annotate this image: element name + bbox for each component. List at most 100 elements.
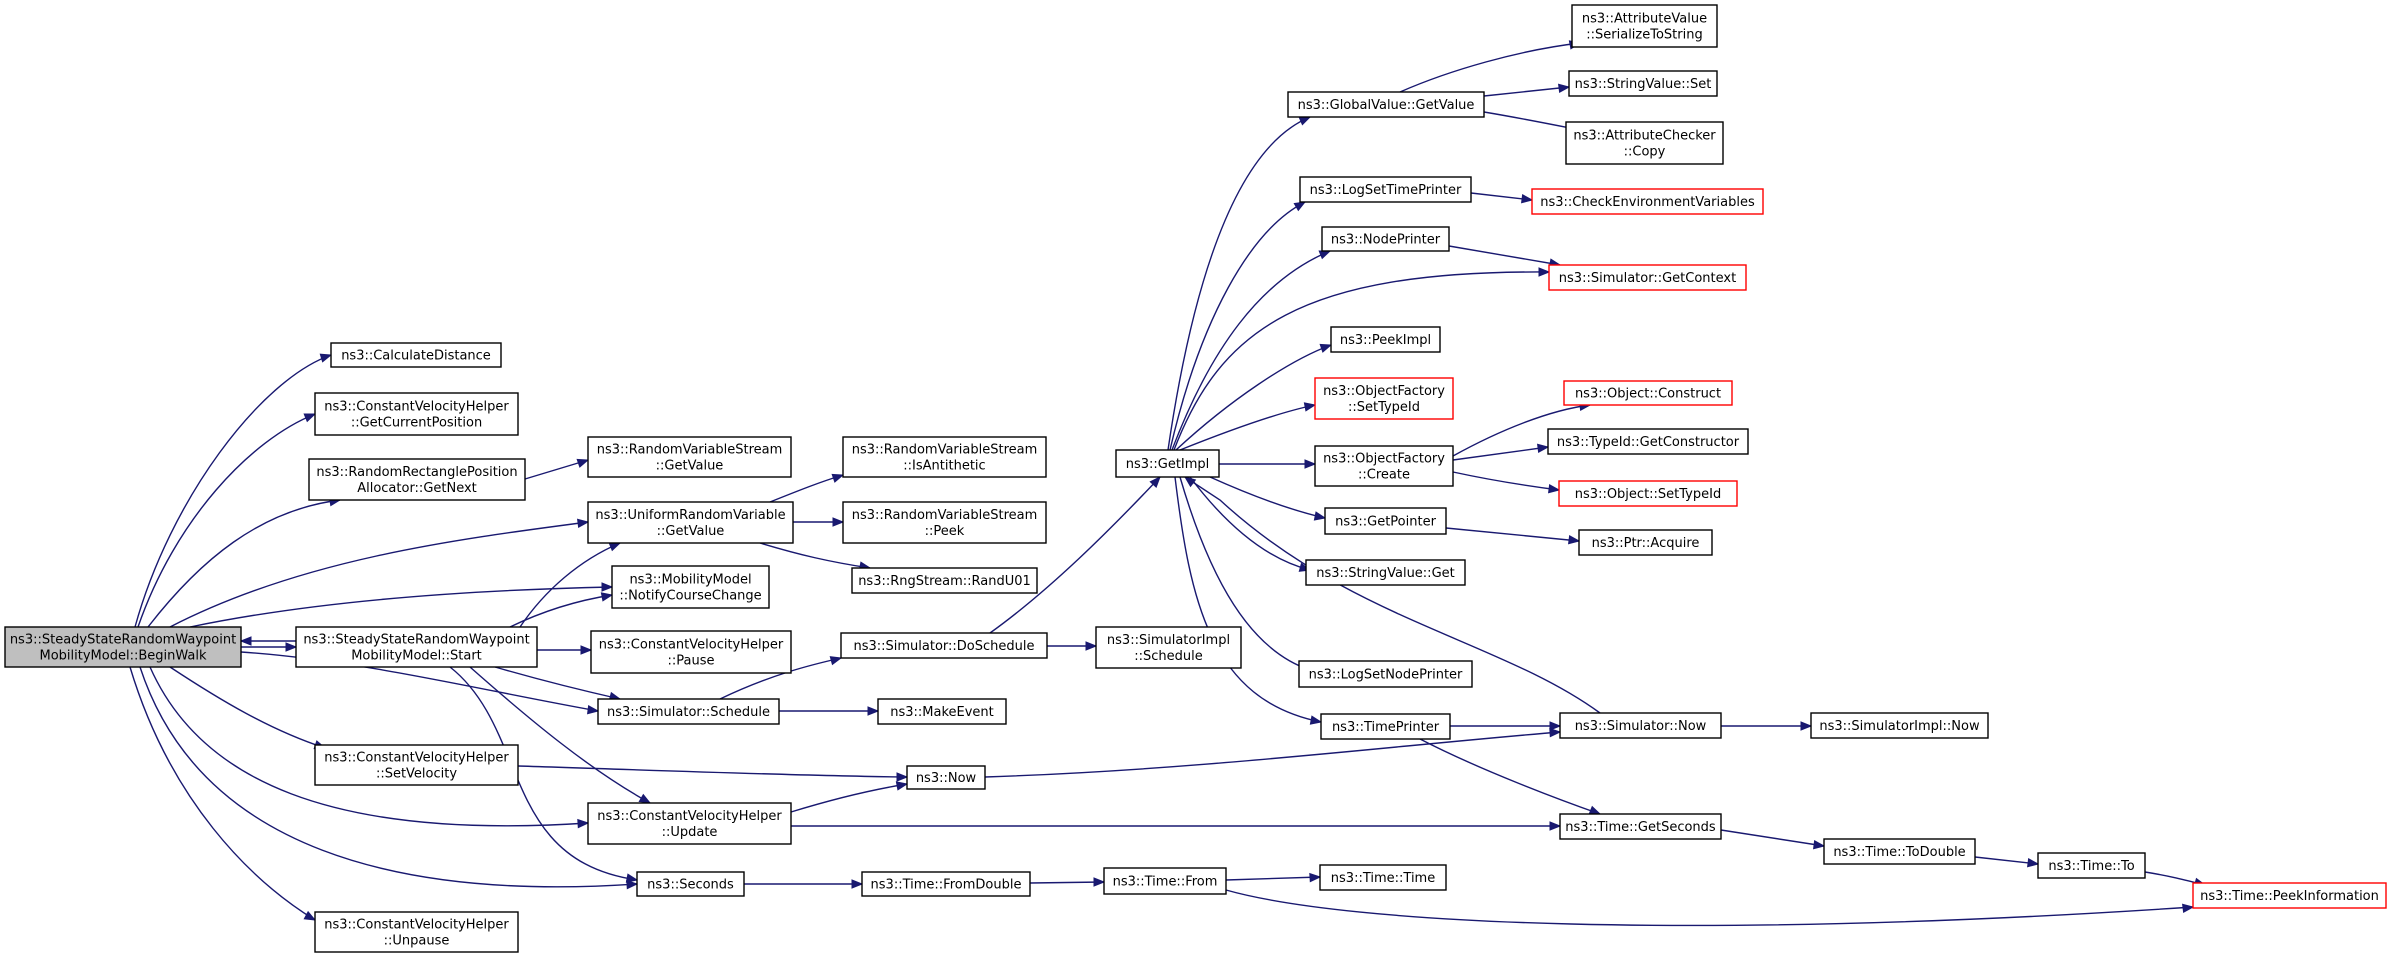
edge-getimpl-to-of_create: [1219, 459, 1317, 469]
node-cvh_update[interactable]: ns3::ConstantVelocityHelper::Update: [587, 802, 792, 845]
node-gv_getvalue[interactable]: ns3::GlobalValue::GetValue: [1287, 91, 1485, 118]
node-sim_now[interactable]: ns3::Simulator::Now: [1559, 712, 1722, 739]
node-obj_construct[interactable]: ns3::Object::Construct: [1563, 380, 1733, 406]
edge-getpointer-to-ptr_acquire: [1445, 527, 1581, 545]
node-seconds[interactable]: ns3::Seconds: [636, 871, 745, 897]
node-urv_getvalue[interactable]: ns3::UniformRandomVariable::GetValue: [587, 501, 794, 544]
node-label-line: ::Peek: [925, 524, 965, 539]
node-cvh_unpause[interactable]: ns3::ConstantVelocityHelper::Unpause: [314, 911, 519, 953]
arrowhead: [576, 458, 590, 468]
edge-root-to-seconds: [139, 666, 639, 890]
arrowhead: [577, 818, 590, 829]
node-av_serialize[interactable]: ns3::AttributeValue::SerializeToString: [1571, 4, 1718, 48]
node-ac_copy[interactable]: ns3::AttributeChecker::Copy: [1565, 121, 1724, 165]
node-randu01[interactable]: ns3::RngStream::RandU01: [851, 567, 1038, 594]
node-logsetnodeprinter[interactable]: ns3::LogSetNodePrinter: [1298, 660, 1473, 688]
node-time_time[interactable]: ns3::Time::Time: [1319, 864, 1447, 891]
arrowhead: [2027, 858, 2040, 868]
edge-time_from-to-time_peekinfo: [1225, 889, 2195, 927]
node-getpointer[interactable]: ns3::GetPointer: [1324, 507, 1447, 535]
node-label-line: ::GetCurrentPosition: [351, 416, 482, 431]
node-mm_notify[interactable]: ns3::MobilityModel::NotifyCourseChange: [611, 565, 770, 609]
edge-start-to-mm_notify: [509, 592, 614, 628]
node-time_to[interactable]: ns3::Time::To: [2037, 852, 2146, 879]
arrowhead: [580, 645, 593, 655]
edge-urv_getvalue-to-rvs_peek: [793, 517, 845, 527]
node-box: [877, 698, 1007, 725]
node-obj_settypeid[interactable]: ns3::Object::SetTypeId: [1558, 480, 1738, 507]
node-sim_schedule[interactable]: ns3::Simulator::Schedule: [597, 698, 780, 725]
node-timeprinter[interactable]: ns3::TimePrinter: [1320, 713, 1451, 740]
node-time_getseconds[interactable]: ns3::Time::GetSeconds: [1559, 813, 1722, 840]
node-time_todouble[interactable]: ns3::Time::ToDouble: [1823, 838, 1976, 865]
node-sim_doschedule[interactable]: ns3::Simulator::DoSchedule: [840, 632, 1048, 659]
edge-root-to-sim_schedule: [240, 651, 600, 715]
node-nodeprinter[interactable]: ns3::NodePrinter: [1321, 226, 1450, 252]
arrowhead: [1588, 805, 1602, 815]
edge-of_create-to-typeid_getctor: [1452, 443, 1550, 461]
node-label-line: ns3::ObjectFactory: [1323, 384, 1445, 399]
node-rrpa_next[interactable]: ns3::RandomRectanglePositionAllocator::G…: [308, 458, 526, 501]
arrowhead: [831, 473, 845, 483]
node-box: [597, 698, 780, 725]
node-logsettimeprinter[interactable]: ns3::LogSetTimePrinter: [1299, 176, 1472, 203]
node-checkenv[interactable]: ns3::CheckEnvironmentVariables: [1531, 188, 1764, 215]
node-time_from[interactable]: ns3::Time::From: [1103, 867, 1227, 895]
node-box: [842, 501, 1047, 544]
node-box: [1314, 377, 1454, 420]
node-sim_getcontext[interactable]: ns3::Simulator::GetContext: [1548, 264, 1747, 291]
node-time_fromdouble[interactable]: ns3::Time::FromDouble: [861, 871, 1031, 897]
node-makeevent[interactable]: ns3::MakeEvent: [877, 698, 1007, 725]
node-sv_set[interactable]: ns3::StringValue::Set: [1568, 70, 1718, 97]
edge-urv_getvalue-to-randu01: [759, 542, 872, 571]
node-label-line: ns3::Time::Time: [1331, 871, 1435, 886]
node-simimpl_schedule[interactable]: ns3::SimulatorImpl::Schedule: [1095, 626, 1242, 669]
node-rvs_getvalue[interactable]: ns3::RandomVariableStream::GetValue: [587, 436, 792, 478]
node-of_create[interactable]: ns3::ObjectFactory::Create: [1314, 445, 1454, 487]
node-label-line: ns3::Time::To: [2048, 859, 2134, 874]
edge-cvh_update-to-now: [790, 781, 909, 813]
node-start[interactable]: ns3::SteadyStateRandomWaypointMobilityMo…: [295, 626, 538, 668]
arrowhead: [1538, 267, 1551, 277]
arrowhead: [587, 705, 600, 715]
edge-timeprinter-to-time_getseconds: [1419, 738, 1602, 815]
node-label-line: ns3::GetImpl: [1126, 457, 1210, 472]
node-simimpl_now[interactable]: ns3::SimulatorImpl::Now: [1810, 712, 1989, 739]
node-rvs_isanti[interactable]: ns3::RandomVariableStream::IsAntithetic: [842, 436, 1047, 478]
node-label-line: ::IsAntithetic: [903, 459, 985, 474]
node-rvs_peek[interactable]: ns3::RandomVariableStream::Peek: [842, 501, 1047, 544]
arrowhead: [1149, 476, 1161, 488]
edge-gv_getvalue-to-sv_set: [1483, 83, 1571, 97]
arrowhead: [1549, 721, 1562, 731]
node-time_peekinfo[interactable]: ns3::Time::PeekInformation: [2192, 882, 2387, 909]
arrowhead: [625, 873, 639, 883]
node-label-line: ns3::Simulator::DoSchedule: [853, 639, 1034, 654]
node-ptr_acquire[interactable]: ns3::Ptr::Acquire: [1578, 529, 1713, 556]
node-box: [330, 342, 502, 368]
node-calcdist[interactable]: ns3::CalculateDistance: [330, 342, 502, 368]
node-label-line: ns3::SteadyStateRandomWaypoint: [303, 633, 529, 648]
node-now[interactable]: ns3::Now: [906, 765, 986, 790]
node-getimpl[interactable]: ns3::GetImpl: [1115, 449, 1220, 478]
node-of_settypeid[interactable]: ns3::ObjectFactory::SetTypeId: [1314, 377, 1454, 420]
node-cvh_getpos[interactable]: ns3::ConstantVelocityHelper::GetCurrentP…: [314, 392, 519, 436]
node-cvh_pause[interactable]: ns3::ConstantVelocityHelper::Pause: [590, 630, 792, 674]
node-typeid_getctor[interactable]: ns3::TypeId::GetConstructor: [1547, 428, 1749, 455]
node-root: ns3::SteadyStateRandomWaypointMobilityMo…: [4, 626, 242, 668]
node-sv_get[interactable]: ns3::StringValue::Get: [1305, 559, 1466, 586]
edge-of_create-to-obj_settypeid: [1452, 471, 1561, 494]
node-box: [1324, 507, 1447, 535]
arrowhead: [601, 582, 614, 592]
node-box: [590, 630, 792, 674]
node-label-line: ::Unpause: [384, 934, 450, 949]
node-cvh_setvel[interactable]: ns3::ConstantVelocityHelper::SetVelocity: [314, 744, 519, 786]
node-peekimpl[interactable]: ns3::PeekImpl: [1330, 326, 1441, 353]
node-box: [1298, 660, 1473, 688]
node-label-line: ns3::LogSetTimePrinter: [1310, 183, 1462, 198]
node-label-line: ns3::SteadyStateRandomWaypoint: [10, 633, 236, 648]
node-label-line: ns3::RandomRectanglePosition: [316, 465, 517, 480]
arrowhead: [829, 656, 843, 666]
arrowhead: [1304, 459, 1317, 469]
arrowhead: [1568, 535, 1581, 545]
arrowhead: [1800, 721, 1813, 731]
